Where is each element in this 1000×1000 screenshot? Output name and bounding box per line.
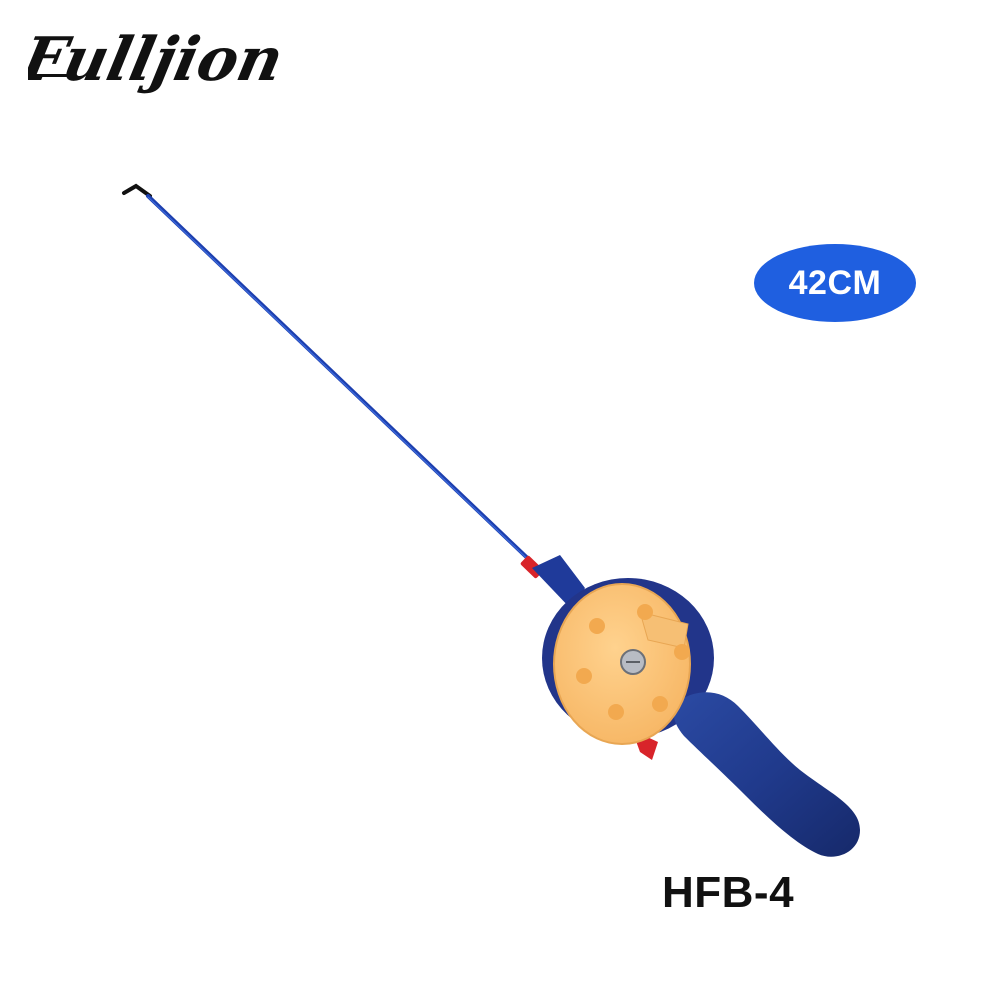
- brand-logo: Fulljion: [28, 25, 289, 95]
- size-badge: 42CM: [754, 244, 916, 322]
- rod-handle: [673, 692, 860, 857]
- svg-text:Fulljion: Fulljion: [28, 25, 289, 95]
- model-label: HFB-4: [662, 868, 795, 917]
- rod-blank: [146, 194, 542, 572]
- rod-tip-icon: [122, 183, 152, 198]
